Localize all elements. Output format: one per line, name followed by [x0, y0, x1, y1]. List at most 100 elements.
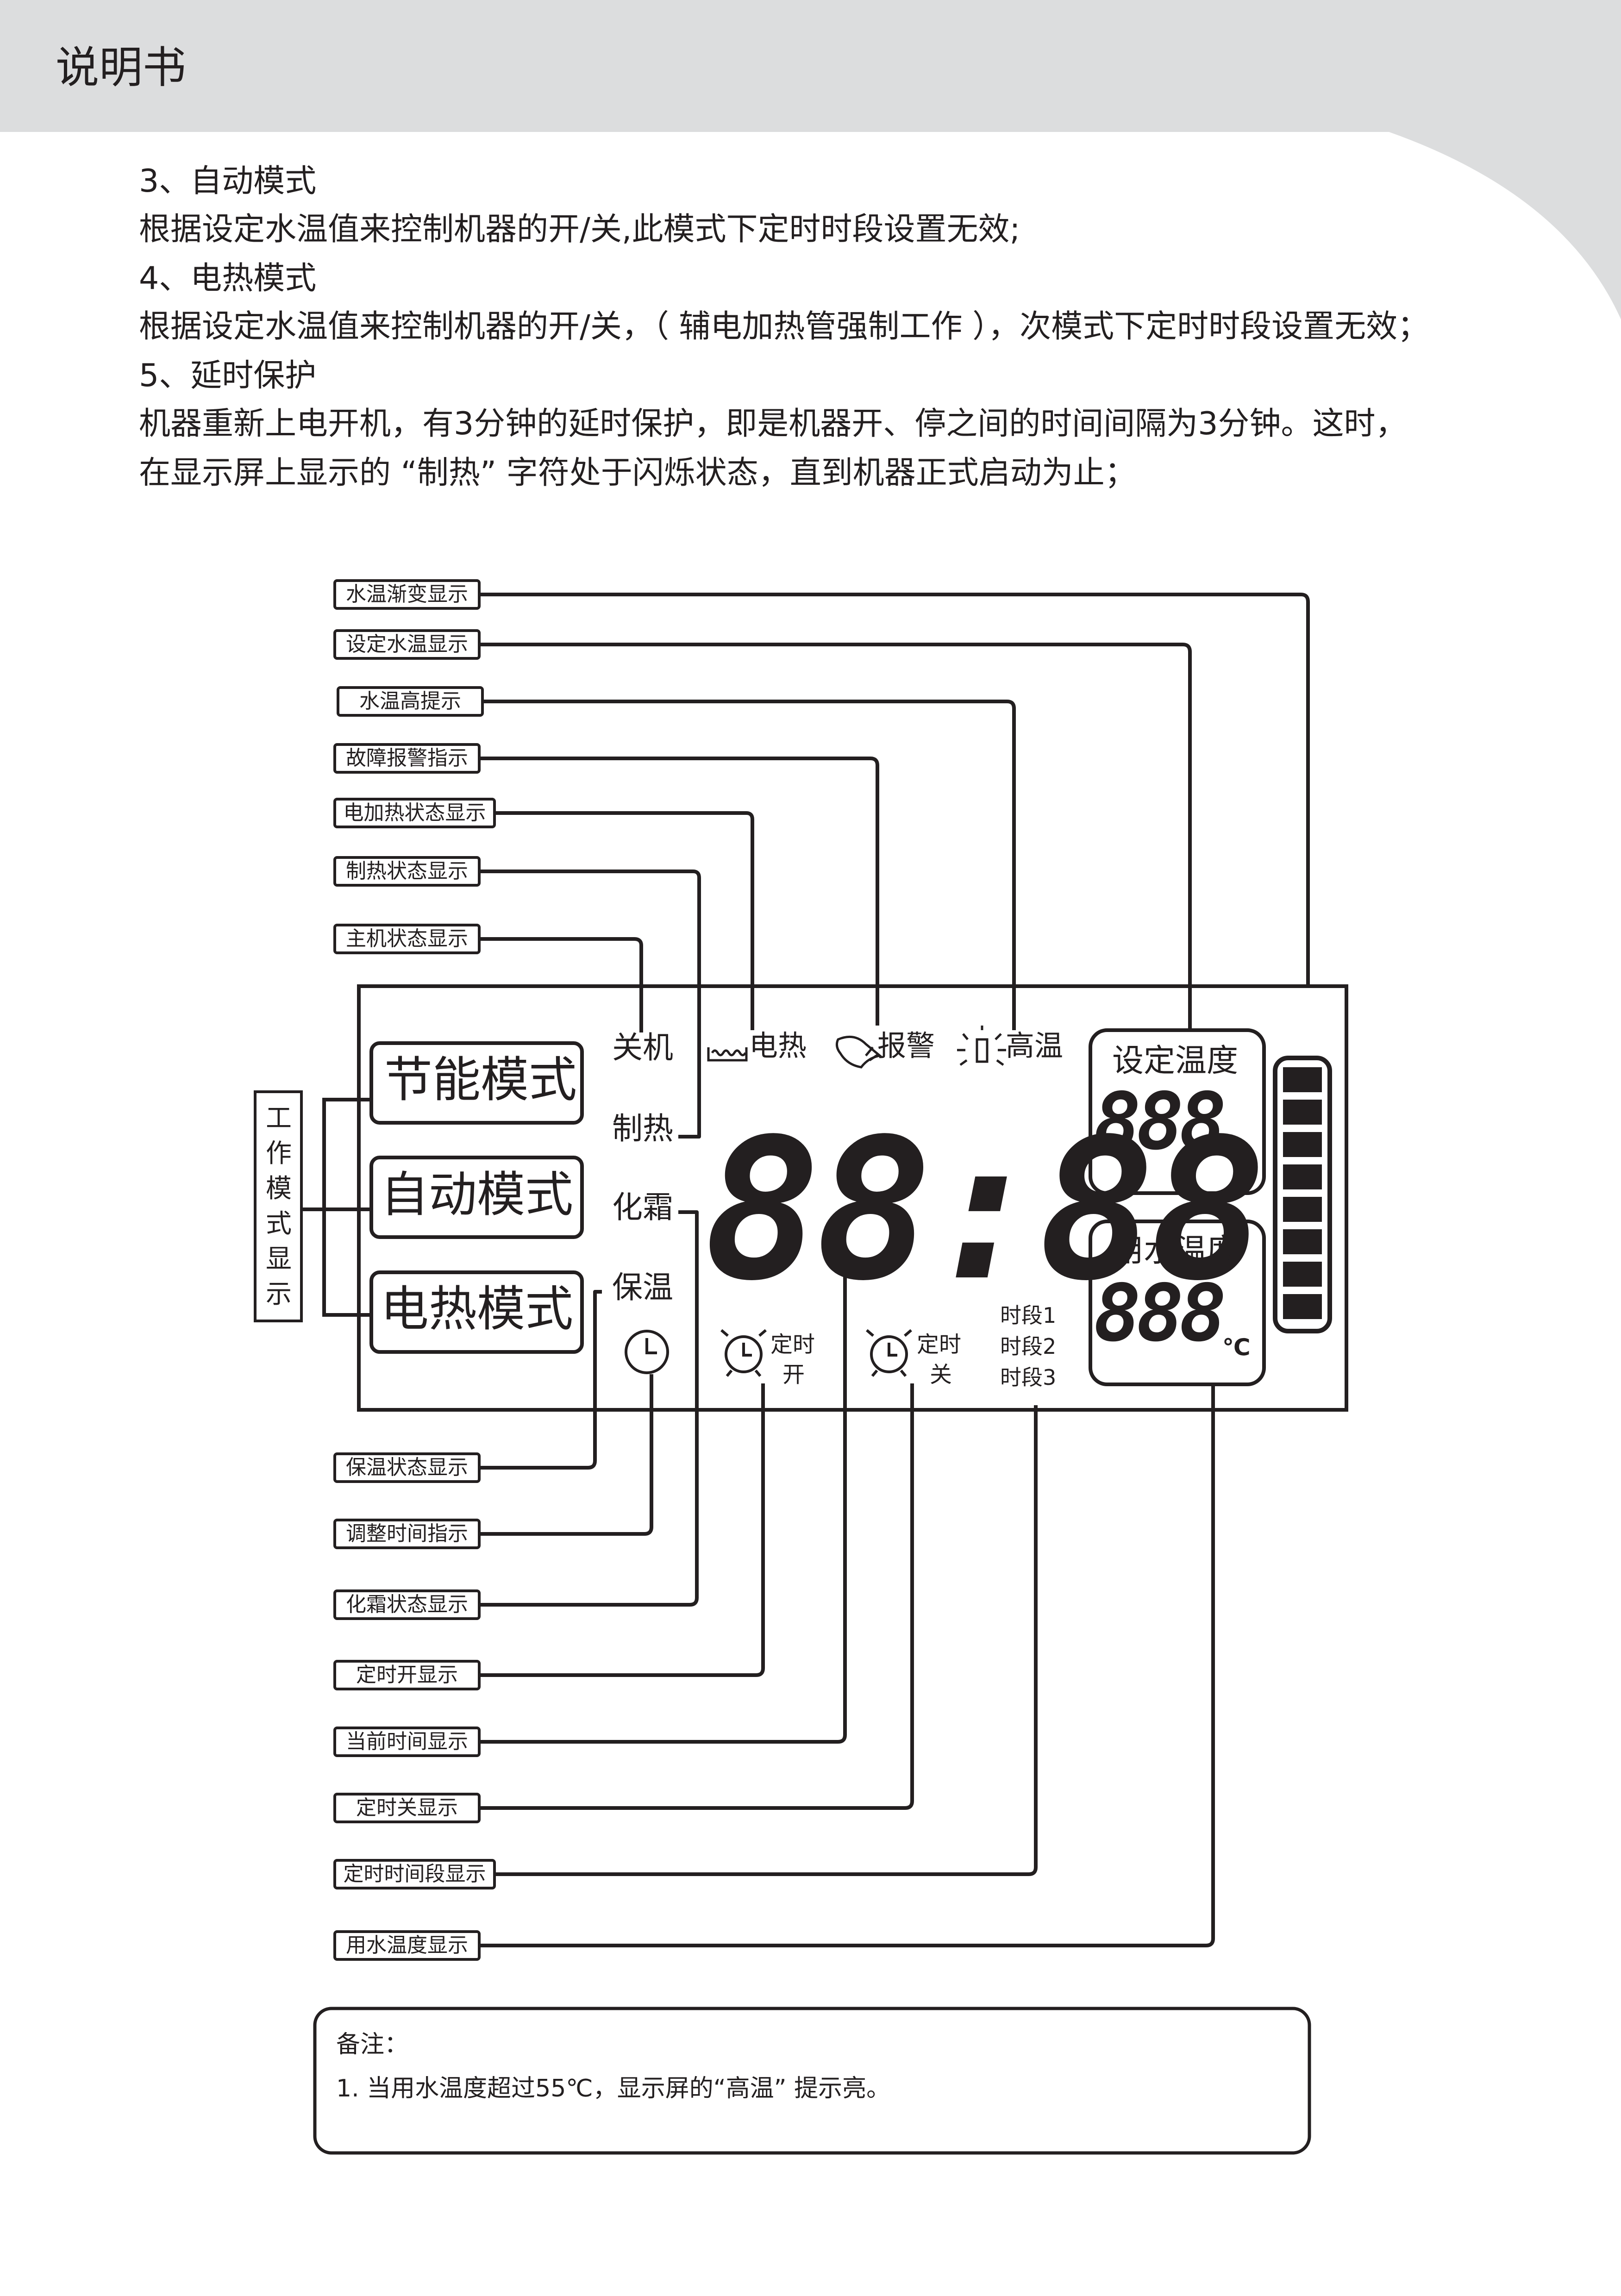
high-temp-label: 高温	[1006, 1029, 1064, 1063]
set-temp-box	[1089, 1028, 1266, 1195]
callout-box	[333, 1589, 481, 1620]
level-bar-segment	[1283, 1294, 1322, 1319]
callout-label: 定时时间段显示	[343, 1862, 486, 1886]
callout-label: 制热状态显示	[346, 859, 468, 883]
leader-line	[479, 1374, 653, 1536]
callout-box	[333, 1930, 481, 1961]
elec-heat-label: 电热	[749, 1029, 807, 1063]
mode-box-eco	[369, 1041, 584, 1125]
leader-line	[479, 1276, 847, 1744]
level-bar-segment	[1283, 1100, 1322, 1125]
leader-line	[482, 700, 1016, 1030]
note-line: 1. 当用水温度超过55℃，显示屏的“高温” 提示亮。	[336, 2075, 891, 2102]
mode-label-eco: 节能模式	[384, 1051, 577, 1108]
level-bar-segment	[1283, 1164, 1322, 1189]
leader-line	[479, 1290, 602, 1470]
heater-icon	[707, 1047, 748, 1062]
alarm-label: 报警	[877, 1029, 935, 1063]
set-temp-value: 888	[1094, 1076, 1227, 1168]
callout-box	[333, 856, 481, 887]
callout-label: 水温高提示	[359, 689, 461, 713]
clock-digits: 88:88	[704, 1097, 1267, 1324]
callout-box	[333, 629, 481, 660]
callout-box	[333, 579, 481, 610]
callout-label: 故障报警指示	[346, 746, 468, 770]
mode-label-electric: 电热模式	[381, 1281, 574, 1337]
callout-box	[337, 686, 484, 717]
callout-box	[333, 1727, 481, 1757]
water-temp-box	[1089, 1220, 1266, 1386]
lcd-frame	[357, 984, 1348, 1412]
clock-icon	[625, 1330, 669, 1374]
callout-box	[333, 924, 481, 954]
header-band	[0, 0, 1621, 319]
alarm-clock-on-icon	[720, 1329, 767, 1377]
callout-label: 化霜状态显示	[346, 1593, 468, 1616]
alarm-bell-icon	[835, 1035, 882, 1069]
callout-label: 当前时间显示	[346, 1730, 468, 1753]
timer-on-label-2: 开	[782, 1362, 805, 1388]
set-temp-label: 设定温度	[1112, 1043, 1239, 1079]
level-bar-segment	[1283, 1132, 1322, 1157]
callout-box	[333, 1793, 481, 1823]
callout-label: 定时关显示	[356, 1796, 458, 1820]
status-keepwarm: 保温	[612, 1270, 673, 1305]
period-1: 时段1	[1000, 1303, 1057, 1328]
alarm-clock-off-icon	[866, 1329, 912, 1377]
leader-line	[479, 1210, 699, 1607]
callout-label: 主机状态显示	[346, 927, 468, 951]
callout-label: 调整时间指示	[346, 1522, 468, 1545]
paragraph-line: 机器重新上电开机，有3分钟的延时保护，即是机器开、停之间的时间间隔为3分钟。这时…	[139, 406, 1407, 442]
leader-line	[479, 643, 1192, 1030]
level-bar-segment	[1283, 1197, 1322, 1222]
leader-line	[479, 937, 643, 1032]
status-off: 关机	[612, 1030, 673, 1065]
leader-line	[479, 593, 1310, 986]
note-title: 备注：	[336, 2031, 409, 2058]
callout-boxes	[333, 579, 496, 1961]
callout-box	[333, 1519, 481, 1549]
level-bar-segment	[1283, 1067, 1322, 1092]
callout-label: 定时开显示	[356, 1663, 458, 1687]
paragraph-line: 根据设定水温值来控制机器的开/关,此模式下定时时段设置无效;	[139, 211, 1020, 248]
callout-box	[333, 743, 481, 774]
lcd-panel	[254, 984, 1348, 2155]
callout-box	[333, 798, 496, 828]
callout-label: 水温渐变显示	[346, 582, 468, 606]
leader-line	[479, 1384, 1215, 1947]
period-3: 时段3	[1000, 1365, 1057, 1390]
period-2: 时段2	[1000, 1334, 1057, 1359]
mode-box-auto	[369, 1156, 584, 1239]
callout-box	[333, 1452, 481, 1483]
leader-line	[479, 870, 701, 1139]
callout-box	[333, 1859, 496, 1889]
leader-line	[479, 757, 879, 1026]
callout-label: 电加热状态显示	[343, 801, 486, 825]
paragraph-line: 5、延时保护	[139, 357, 317, 394]
level-bar-segment	[1283, 1262, 1322, 1287]
leader-line	[479, 1383, 765, 1677]
mode-bracket	[322, 1098, 373, 1317]
callout-box	[333, 1660, 481, 1690]
mode-label-auto: 自动模式	[381, 1166, 574, 1223]
water-temp-value: 888	[1094, 1268, 1227, 1359]
side-label-box	[254, 1090, 303, 1322]
mode-box-electric	[369, 1270, 584, 1354]
timer-off-label-1: 定时	[917, 1332, 962, 1358]
timer-on-label-1: 定时	[770, 1332, 815, 1358]
side-label: 工作模式显示	[266, 1103, 292, 1309]
note-box	[313, 2007, 1311, 2155]
level-bar-segment	[1283, 1229, 1322, 1254]
status-defrost: 化霜	[612, 1189, 673, 1225]
leader-line	[479, 1383, 914, 1810]
level-bar-segments	[1283, 1067, 1322, 1319]
paragraph-line: 在显示屏上显示的 “制热” 字符处于闪烁状态，直到机器正式启动为止；	[139, 455, 1136, 491]
leader-line	[494, 811, 754, 1030]
callout-label: 设定水温显示	[346, 632, 468, 656]
paragraph-line: 根据设定水温值来控制机器的开/关，（ 辅电加热管强制工作 ），次模式下定时时段设…	[139, 308, 1429, 345]
leader-line	[494, 1405, 1038, 1876]
callout-label: 保温状态显示	[346, 1456, 468, 1479]
paragraph-line: 3、自动模式	[139, 163, 317, 200]
paragraph-line: 4、电热模式	[139, 260, 317, 297]
